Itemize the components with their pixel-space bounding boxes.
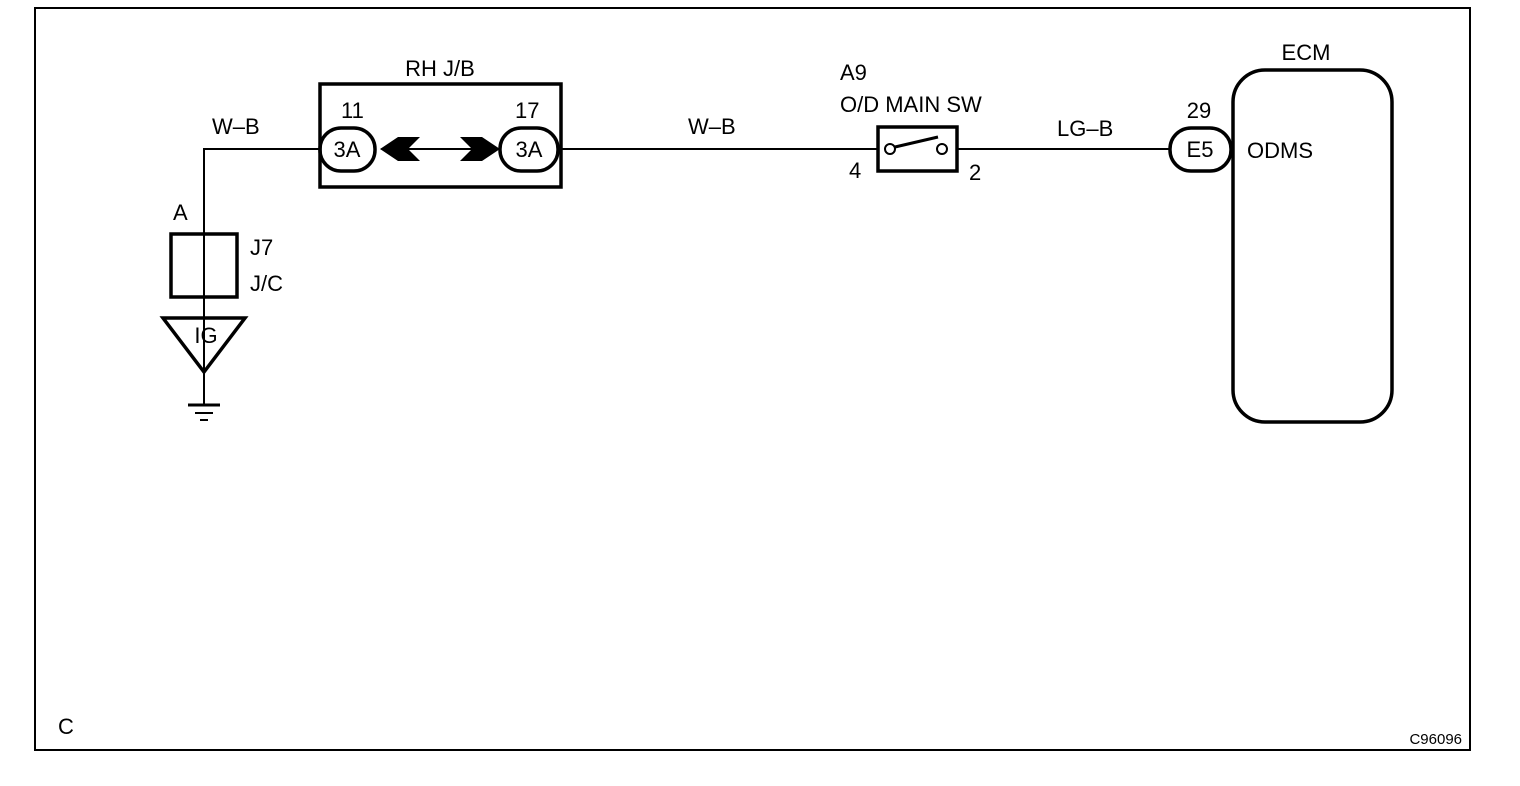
ecm-terminal-odms: ODMS	[1247, 138, 1313, 163]
switch-pin-2: 2	[969, 160, 981, 185]
connector-3a-right	[498, 126, 560, 173]
connector-right-label: 3A	[516, 137, 543, 162]
connector-e5-label: E5	[1187, 137, 1214, 162]
junction-point-a: A	[173, 200, 188, 225]
switch-pin-4: 4	[849, 158, 861, 183]
rh-junction-block: RH J/B 11 17 3A 3A	[318, 56, 563, 189]
junction-name: J/C	[250, 271, 283, 296]
wire-label-middle: W–B	[688, 114, 736, 139]
connector-e5	[1168, 126, 1233, 173]
switch-lever-icon	[894, 135, 939, 149]
figure-id: C96096	[1409, 731, 1462, 748]
switch-code: A9	[840, 60, 867, 85]
ig-label: IG	[194, 323, 217, 348]
section-label: C	[58, 714, 74, 739]
ecm-pin-29: 29	[1187, 98, 1211, 123]
connector-left-label: 3A	[334, 137, 361, 162]
ecm: ECM 29 E5 ODMS	[1168, 40, 1394, 424]
ecm-title: ECM	[1282, 40, 1331, 65]
ground-icon	[188, 403, 220, 421]
junction-connector-j7: A J7 J/C	[169, 200, 283, 299]
diagram-frame	[34, 7, 1471, 751]
connector-arrow-left-icon	[380, 137, 420, 161]
junction-block-title: RH J/B	[405, 56, 475, 81]
od-main-switch: A9 O/D MAIN SW 4 2	[840, 60, 982, 185]
switch-name: O/D MAIN SW	[840, 92, 982, 117]
pin-11: 11	[341, 98, 364, 123]
connector-3a-left	[318, 126, 377, 173]
pin-17: 17	[515, 98, 539, 123]
connector-arrow-right-icon	[460, 137, 500, 161]
junction-code: J7	[250, 235, 273, 260]
wire-label-right: LG–B	[1057, 116, 1113, 141]
wire-label-left: W–B	[212, 114, 260, 139]
